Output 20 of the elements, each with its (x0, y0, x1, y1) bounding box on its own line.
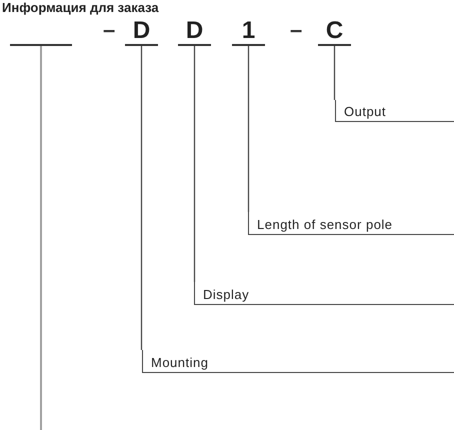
leader-line (248, 46, 250, 212)
part-label: Output (344, 104, 386, 119)
leader-line (140, 46, 142, 350)
leader-line (334, 46, 336, 100)
code-segment: 1 (232, 18, 265, 46)
part-label: Length of sensor pole (257, 217, 393, 232)
separator-dash: – (290, 18, 302, 42)
separator-dash: – (103, 18, 116, 42)
leader-shelf (335, 100, 454, 122)
code-segment: D (178, 18, 211, 46)
code-segment: C (318, 18, 351, 46)
leader-shelf (248, 212, 454, 235)
part-label: Display (203, 287, 250, 302)
leader-line (40, 46, 42, 430)
leader-shelf (142, 350, 454, 373)
part-label: Mounting (151, 355, 208, 370)
code-segment: D (125, 18, 158, 46)
leader-line (194, 46, 196, 282)
leader-shelf (194, 282, 454, 305)
heading: Информация для заказа (2, 0, 159, 15)
